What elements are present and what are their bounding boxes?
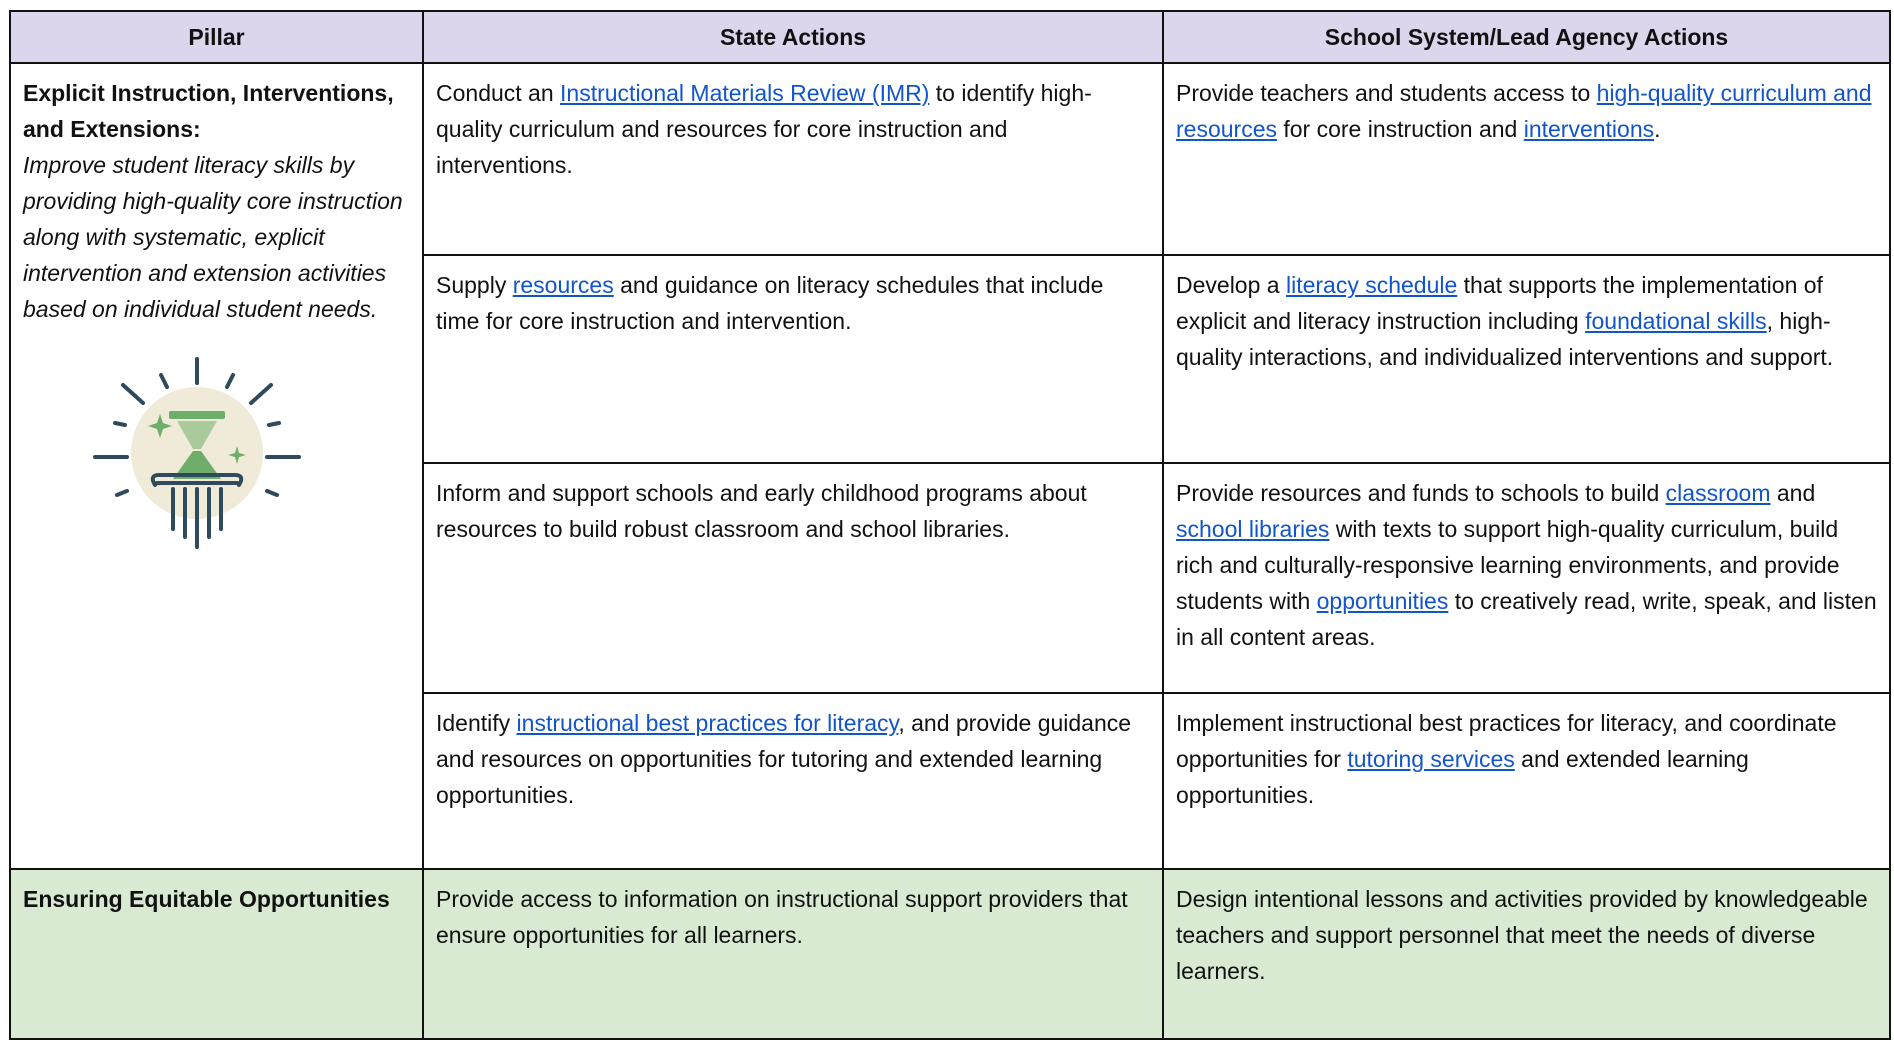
school-action-cell: Provide resources and funds to schools t… — [1162, 462, 1891, 694]
header-row: Pillar State Actions School System/Lead … — [9, 10, 1891, 64]
link-tutoring-services[interactable]: tutoring services — [1347, 746, 1515, 772]
link-interventions[interactable]: interventions — [1523, 116, 1655, 142]
school-action-cell: Provide teachers and students access to … — [1162, 62, 1891, 256]
link-school-libraries[interactable]: school libraries — [1176, 516, 1330, 542]
pillar-cell-equitable: Ensuring Equitable Opportunities — [9, 868, 424, 1040]
header-state-actions: State Actions — [422, 10, 1164, 64]
table-row-equitable-opportunities: Ensuring Equitable Opportunities Provide… — [9, 868, 1891, 1040]
school-action-cell: Implement instructional best practices f… — [1162, 692, 1891, 870]
pillar-title: Ensuring Equitable Opportunities — [23, 886, 390, 912]
link-instructional-materials-review[interactable]: Instructional Materials Review (IMR) — [560, 80, 930, 106]
state-action-cell: Supply resources and guidance on literac… — [422, 254, 1164, 464]
header-school-actions: School System/Lead Agency Actions — [1162, 10, 1891, 64]
pillar-title: Explicit Instruction, Interventions, and… — [23, 80, 394, 142]
header-pillar: Pillar — [9, 10, 424, 64]
link-resources[interactable]: resources — [512, 272, 614, 298]
link-literacy-schedule[interactable]: literacy schedule — [1285, 272, 1458, 298]
table-row: Supply resources and guidance on literac… — [10, 254, 1891, 464]
hourglass-pillar-icon — [93, 357, 301, 549]
pillar-cell-explicit-instruction: Explicit Instruction, Interventions, and… — [9, 62, 424, 870]
pillar-description: Improve student literacy skills by provi… — [23, 152, 403, 322]
literacy-actions-table: Pillar State Actions School System/Lead … — [9, 10, 1891, 1040]
school-action-cell: Develop a literacy schedule that support… — [1162, 254, 1891, 464]
link-instructional-best-practices[interactable]: instructional best practices for literac… — [516, 710, 899, 736]
state-action-cell: Identify instructional best practices fo… — [422, 692, 1164, 870]
state-action-cell: Conduct an Instructional Materials Revie… — [422, 62, 1164, 256]
table-row: Explicit Instruction, Interventions, and… — [9, 62, 1891, 870]
school-action-cell: Design intentional lessons and activitie… — [1162, 868, 1891, 1040]
link-foundational-skills[interactable]: foundational skills — [1585, 308, 1767, 334]
link-classroom[interactable]: classroom — [1665, 480, 1771, 506]
state-action-cell: Provide access to information on instruc… — [422, 868, 1164, 1040]
link-high-quality-curriculum[interactable]: high-quality curriculum and resources — [1176, 80, 1872, 142]
table-row: Inform and support schools and early chi… — [10, 462, 1891, 694]
state-action-cell: Inform and support schools and early chi… — [422, 462, 1164, 694]
link-opportunities[interactable]: opportunities — [1316, 588, 1449, 614]
table-row: Identify instructional best practices fo… — [10, 692, 1891, 870]
